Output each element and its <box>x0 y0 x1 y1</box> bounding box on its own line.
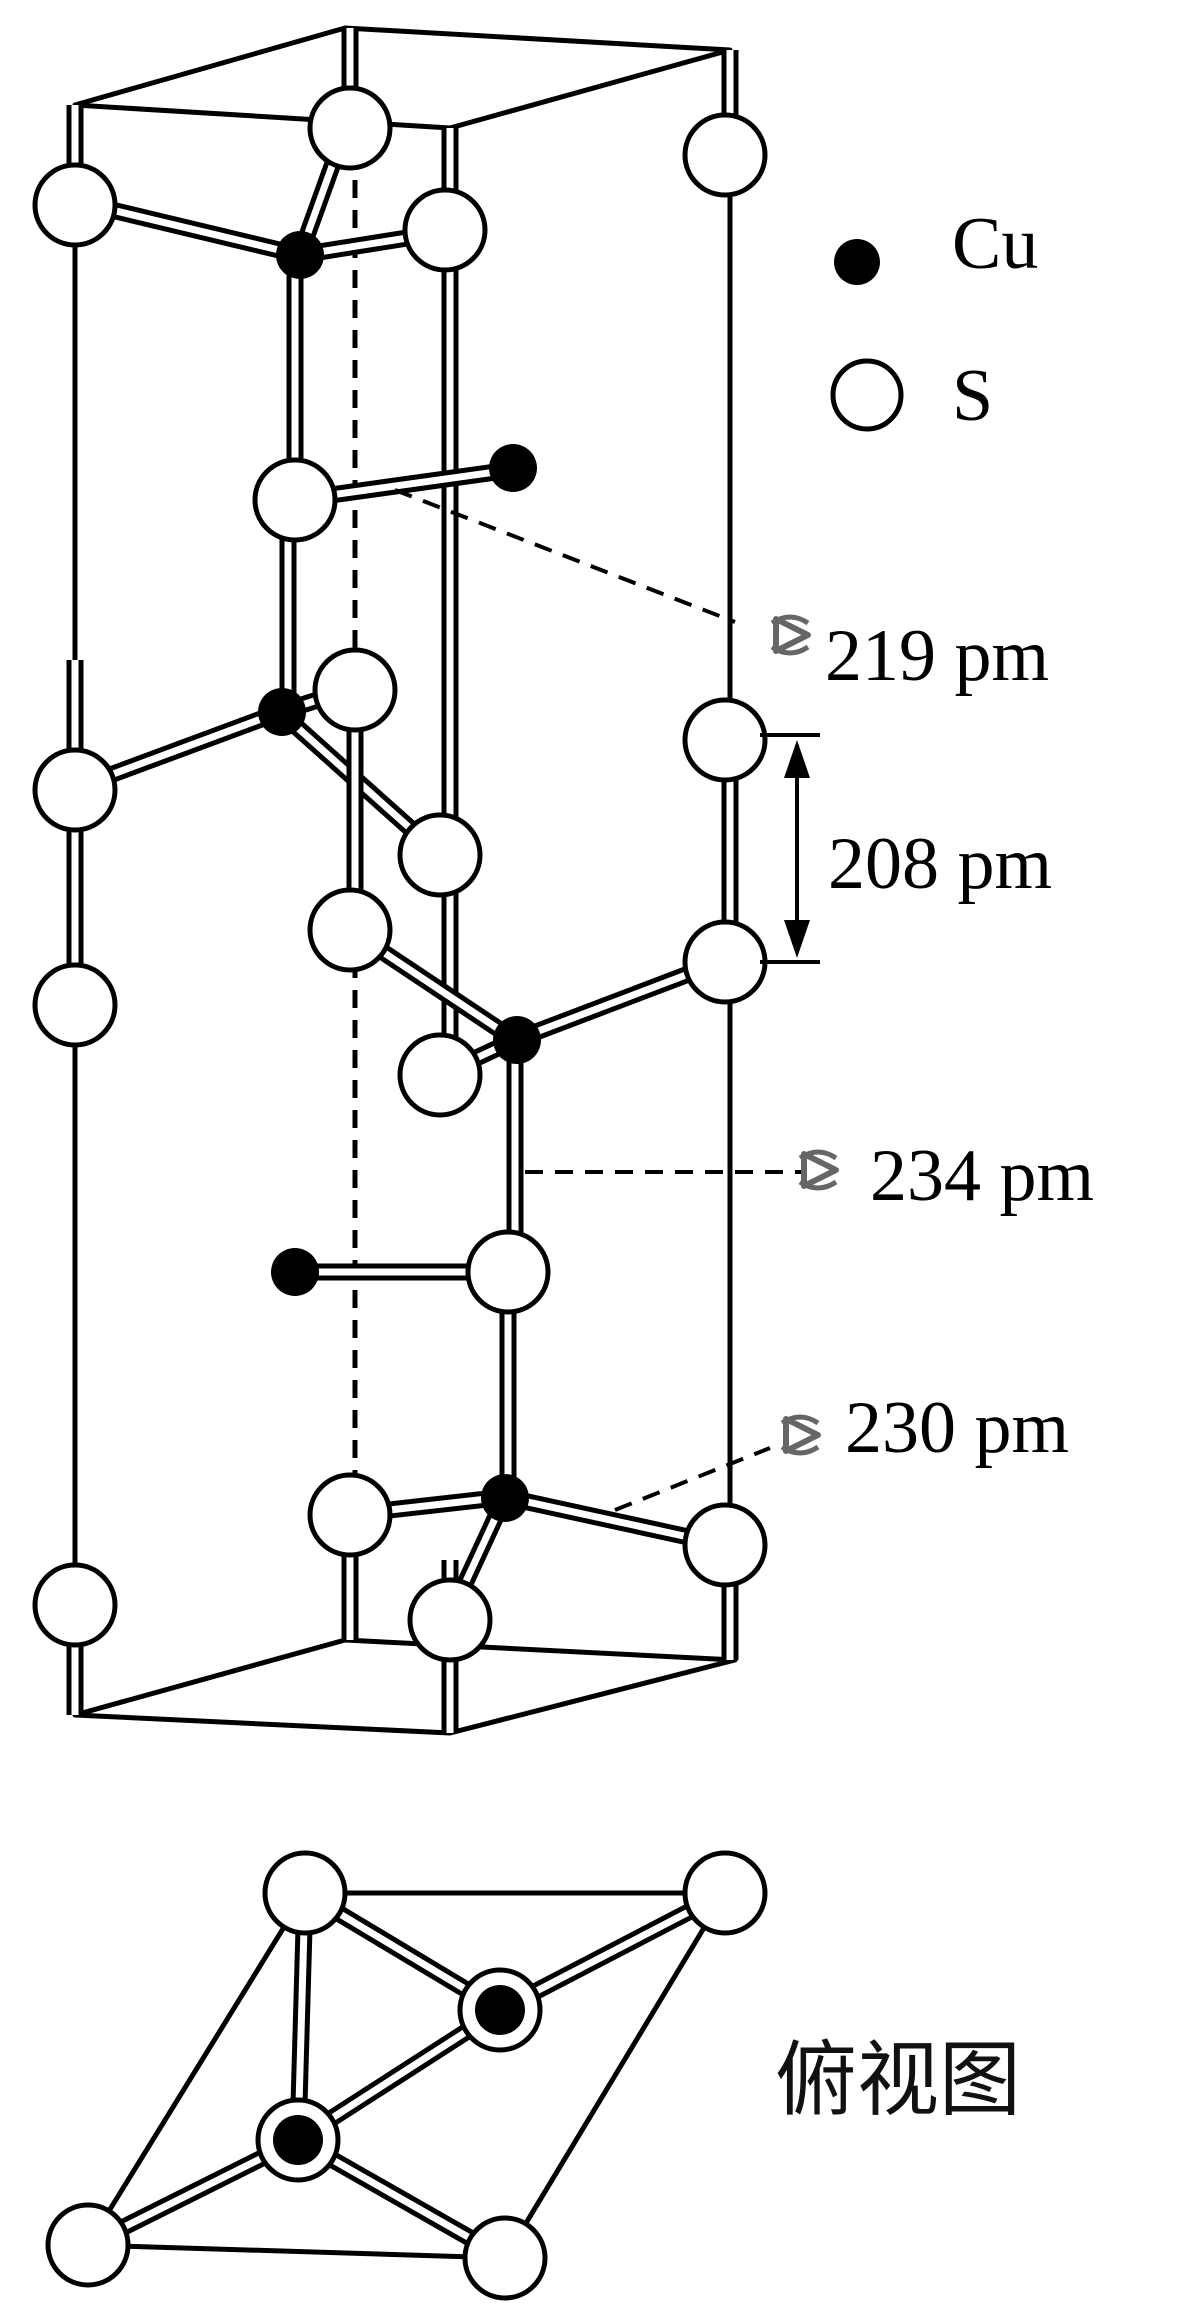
eye-triangle-icon <box>800 1152 836 1188</box>
cu-atom <box>481 1474 529 1522</box>
s-atom <box>397 812 483 898</box>
legend-s-label: S <box>952 355 993 437</box>
s-atom <box>397 1032 483 1118</box>
cell-bottom-face <box>72 1637 738 1736</box>
s-atom <box>252 457 338 543</box>
s-atom <box>32 747 118 833</box>
unit-cell-frame <box>72 25 738 1736</box>
measurement-234: 234 pm <box>525 1135 1094 1217</box>
legend-cu-swatch <box>834 239 880 285</box>
s-atom <box>32 1562 118 1648</box>
measurement-208: 208 pm <box>760 733 1052 964</box>
cu-atom <box>489 444 537 492</box>
eye-triangle-icon <box>782 1417 818 1453</box>
label-219-pm: 219 pm <box>825 615 1049 697</box>
s-atom <box>32 162 118 248</box>
s-atom <box>307 887 393 973</box>
cu-atom <box>493 1016 541 1064</box>
cell-top-face <box>72 25 733 131</box>
label-208-pm: 208 pm <box>828 823 1052 905</box>
bonds <box>66 28 739 1733</box>
s-atom <box>682 919 768 1005</box>
measurement-230: 230 pm <box>614 1387 1069 1512</box>
cu-atom <box>276 231 324 279</box>
top-view-diagram <box>45 1850 768 2301</box>
top-view-caption: 俯视图 <box>775 2033 1021 2128</box>
measurement-219: 219 pm <box>394 488 1049 697</box>
s-atom <box>307 85 393 171</box>
s-atom <box>682 1502 768 1588</box>
s-atom <box>312 647 398 733</box>
top-view-atoms <box>45 1850 768 2301</box>
s-atom <box>682 112 768 198</box>
legend-cu-label: Cu <box>952 203 1038 285</box>
top-s-atom <box>682 1850 768 1936</box>
legend: Cu S <box>830 203 1038 437</box>
arrow-up-icon <box>784 740 810 778</box>
s-atom <box>307 1472 393 1558</box>
cu-atom <box>271 1248 319 1296</box>
top-s-atom <box>45 2202 131 2288</box>
top-view-bonds <box>84 1885 729 2266</box>
legend-s-swatch <box>830 358 904 432</box>
cu-atom <box>258 688 306 736</box>
top-cu-atom <box>273 2115 323 2165</box>
arrow-down-icon <box>784 920 810 958</box>
atoms <box>32 85 768 1663</box>
top-cu-atom <box>475 1985 525 2035</box>
top-s-atom <box>462 2215 548 2301</box>
label-234-pm: 234 pm <box>870 1135 1094 1217</box>
top-s-atom <box>262 1850 348 1936</box>
eye-triangle-icon <box>772 617 808 653</box>
s-atom <box>682 697 768 783</box>
s-atom <box>402 187 488 273</box>
label-230-pm: 230 pm <box>845 1387 1069 1469</box>
s-atom <box>32 962 118 1048</box>
s-atom <box>465 1229 551 1315</box>
s-atom <box>407 1577 493 1663</box>
